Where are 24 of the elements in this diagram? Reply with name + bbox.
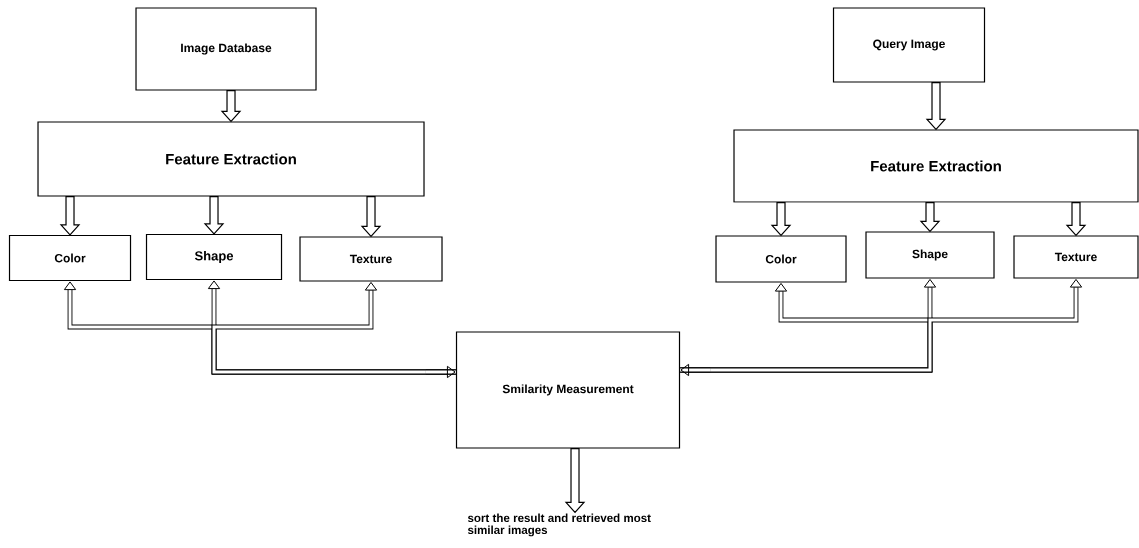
hollow-arrow (919, 202, 941, 233)
process-box: Query Image (832, 7, 986, 83)
process-box: Shape (145, 233, 283, 281)
process-box: Smilarity Measurement (455, 331, 681, 449)
hollow-arrow (564, 448, 586, 514)
process-box: Feature Extraction (733, 129, 1139, 203)
connector-arrow (680, 363, 711, 377)
connector-arrow (425, 365, 456, 379)
result-text: sort the result and retrieved most similar images (467, 513, 651, 537)
process-box: Shape (865, 231, 995, 279)
process-box: Color (715, 235, 847, 283)
hollow-arrow (770, 202, 792, 237)
hollow-arrow (220, 90, 242, 123)
hollow-arrow (925, 82, 947, 131)
hollow-arrow (59, 196, 81, 236)
hollow-arrow (360, 196, 382, 238)
process-box: Image Database (135, 7, 317, 91)
connector-arrow (680, 278, 1083, 373)
hollow-arrow (1065, 202, 1087, 237)
process-box: Color (8, 234, 132, 282)
process-box: Texture (299, 236, 443, 282)
process-box: Texture (1013, 235, 1139, 279)
hollow-arrow (203, 196, 225, 235)
process-box: Feature Extraction (37, 121, 425, 197)
